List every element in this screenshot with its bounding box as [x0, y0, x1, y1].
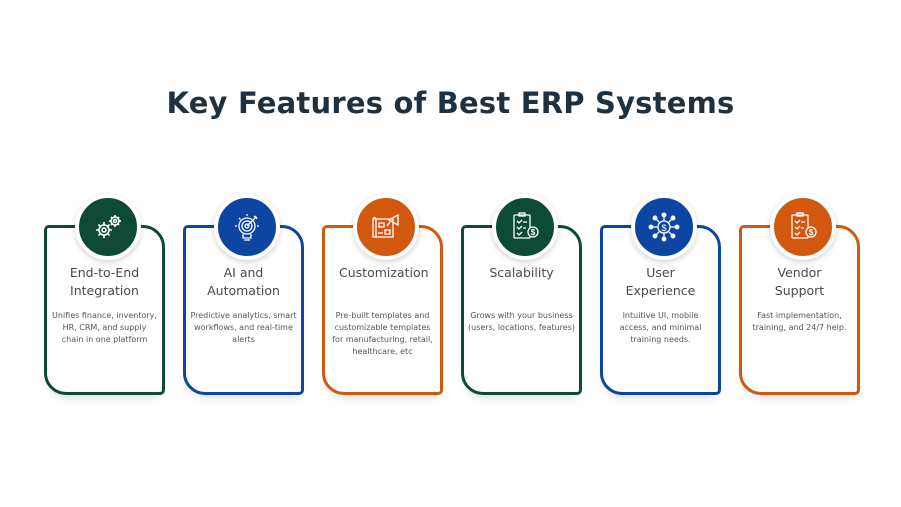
gears-icon [95, 215, 121, 238]
lightbulb-target-icon [234, 214, 259, 241]
page-title: Key Features of Best ERP Systems [166, 86, 735, 120]
icon-badge: $ [491, 194, 558, 260]
svg-text:$: $ [530, 228, 535, 237]
card-description: Predictive analytics, smart workflows, a… [190, 311, 297, 344]
card-title: User Experience [625, 265, 696, 298]
icon-badge [213, 194, 280, 260]
icon-badge [352, 194, 419, 260]
card-description: Unifies finance, inventory, HR, CRM, and… [52, 311, 157, 344]
card-title: Customization [339, 265, 429, 280]
card-title: End-to-End Integration [69, 265, 140, 298]
network-dollar-icon: $ [648, 212, 679, 242]
blueprint-icon [371, 213, 399, 238]
clipboard-dollar-icon: $ [790, 212, 817, 239]
clipboard-dollar-icon: $ [512, 212, 539, 239]
icon-badge: $ [769, 194, 836, 260]
icon-badge [74, 194, 141, 260]
icon-badge: $ [630, 194, 697, 260]
card-description: Pre-built templates and customizable tem… [332, 311, 433, 356]
svg-text:$: $ [808, 228, 813, 237]
card-title: Scalability [489, 265, 554, 280]
card-title: Vendor Support [774, 265, 825, 298]
svg-text:$: $ [661, 223, 666, 233]
card-description: Grows with your business (users, locatio… [468, 311, 575, 332]
card-title: AI and Automation [207, 265, 280, 298]
card-description: Intuitive UI, mobile access, and minimal… [619, 311, 702, 344]
card-description: Fast implementation, training, and 24/7 … [752, 311, 847, 332]
